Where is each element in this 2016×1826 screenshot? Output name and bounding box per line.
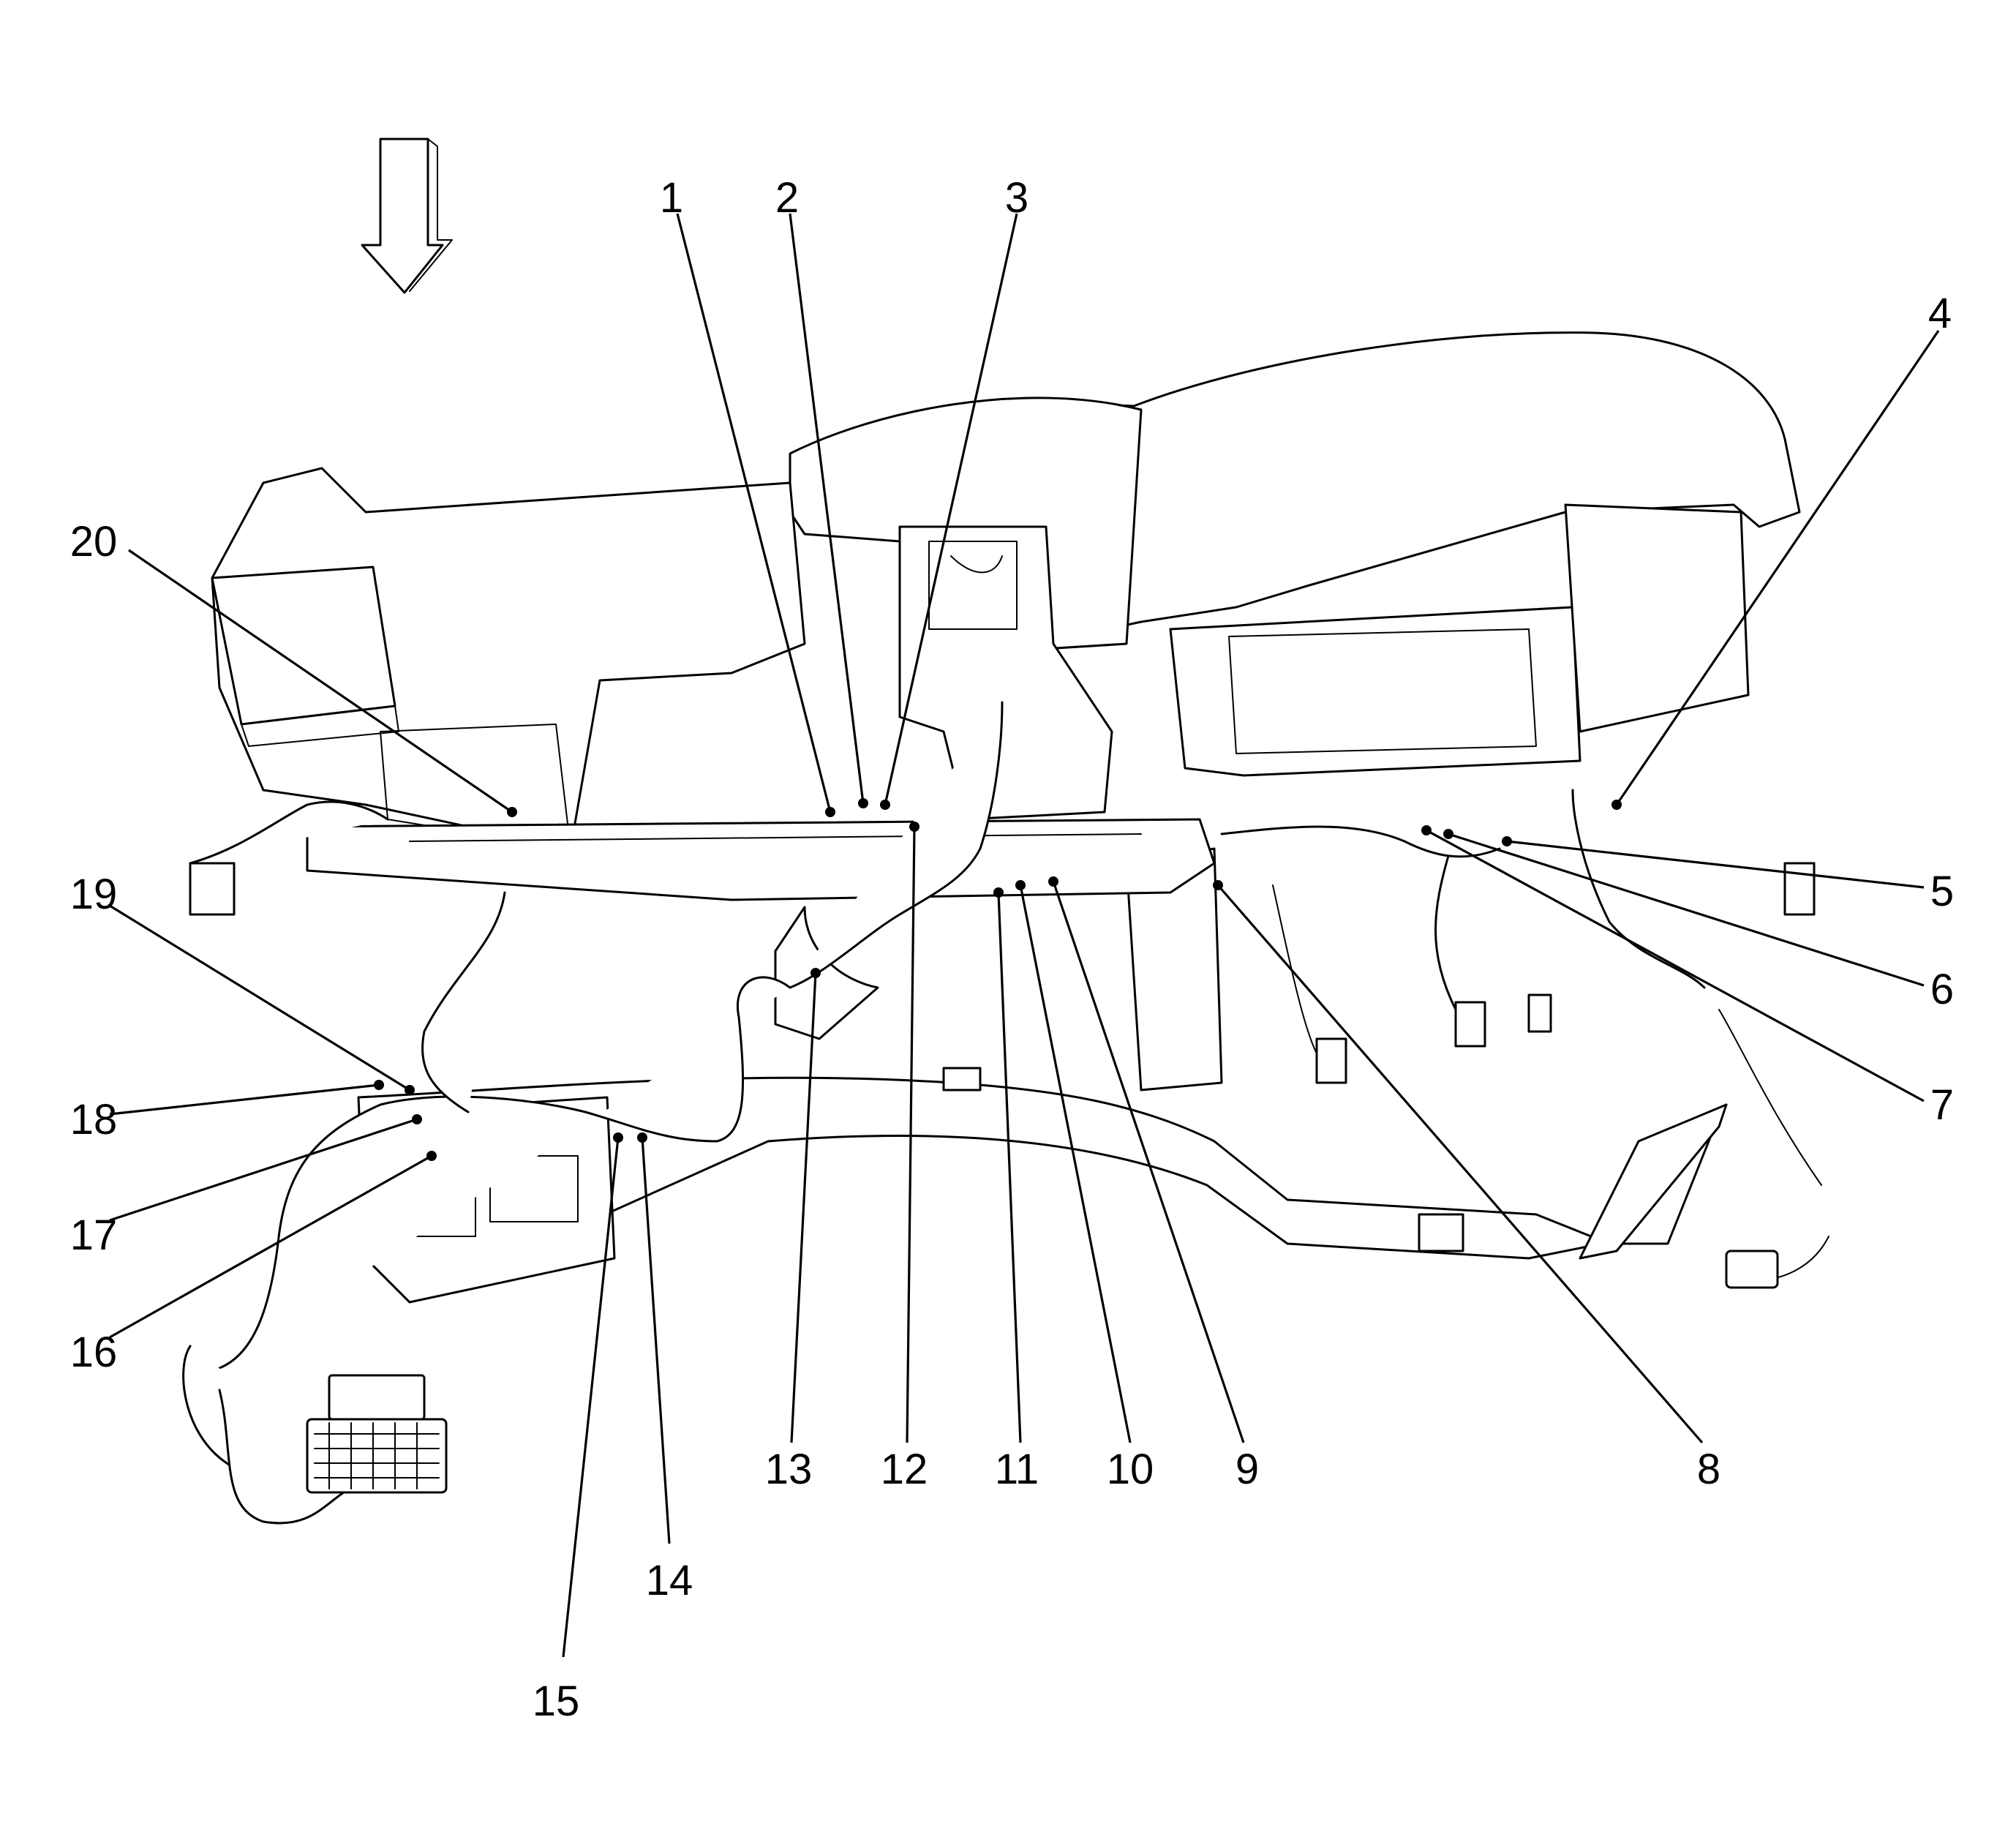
callout-2: 2: [775, 174, 799, 222]
connectors: [189, 862, 1816, 1494]
callout-4: 4: [1928, 290, 1952, 337]
callout-leaders: [109, 213, 1940, 1658]
callout-19: 19: [70, 871, 118, 918]
callout-18: 18: [70, 1096, 118, 1143]
callout-11: 11: [995, 1446, 1039, 1493]
callout-6: 6: [1930, 966, 1954, 1013]
callout-12: 12: [881, 1446, 928, 1493]
callout-16: 16: [70, 1329, 118, 1376]
callout-5: 5: [1930, 868, 1954, 915]
callout-20: 20: [70, 518, 118, 566]
callout-7: 7: [1930, 1081, 1954, 1129]
callout-3: 3: [1005, 174, 1028, 222]
callout-labels: 1 2 3 4 5 6 7 8 9 10 11 12 13 14 15 16 1…: [70, 174, 1954, 1725]
instrument-panel-carrier: [211, 331, 1801, 1304]
callout-8: 8: [1697, 1446, 1720, 1493]
callout-17: 17: [70, 1211, 118, 1259]
callout-15: 15: [533, 1677, 580, 1725]
callout-13: 13: [765, 1446, 813, 1493]
callout-9: 9: [1235, 1446, 1259, 1493]
callout-10: 10: [1107, 1446, 1154, 1493]
callout-1: 1: [660, 174, 683, 222]
callout-14: 14: [646, 1557, 693, 1604]
downward-view-arrow-icon: [361, 138, 453, 294]
